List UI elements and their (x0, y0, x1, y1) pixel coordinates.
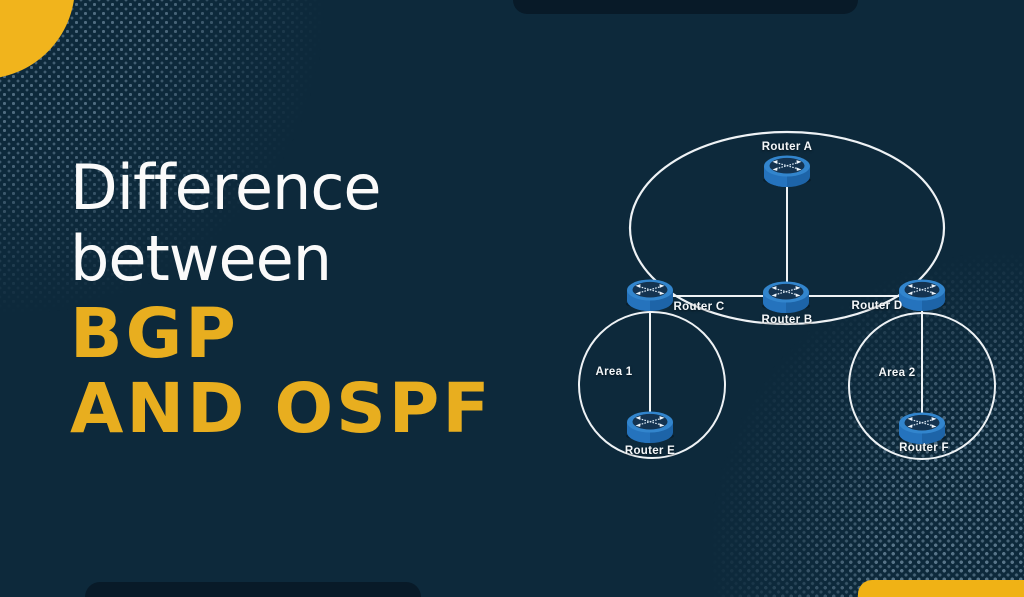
router-c-icon (625, 278, 675, 312)
bottom-right-yellow-rect (858, 580, 1024, 597)
router-e-label: Router E (624, 445, 676, 457)
bottom-notch-rect (85, 582, 421, 597)
router-c-label: Router C (673, 301, 725, 313)
title-block: Difference between BGP AND OSPF (70, 152, 493, 447)
area-1-circle (578, 311, 726, 459)
title-line-between: between (70, 222, 332, 295)
router-f-icon (897, 411, 947, 445)
area-2-label: Area 2 (878, 367, 916, 379)
router-a-label: Router A (761, 141, 813, 153)
top-notch-rect (513, 0, 858, 14)
router-e-icon (625, 410, 675, 444)
title-line-bgp: BGP (70, 294, 239, 374)
title-line-and-ospf: AND OSPF (70, 369, 493, 449)
router-b-icon (761, 280, 811, 314)
router-f-label: Router F (899, 442, 949, 454)
router-d-label: Router D (851, 300, 903, 312)
title-line-difference: Difference (70, 151, 382, 224)
area-1-label: Area 1 (595, 366, 633, 378)
router-d-icon (897, 278, 947, 312)
router-a-icon (762, 154, 812, 188)
router-b-label: Router B (761, 314, 813, 326)
backbone-ellipse (628, 130, 946, 326)
